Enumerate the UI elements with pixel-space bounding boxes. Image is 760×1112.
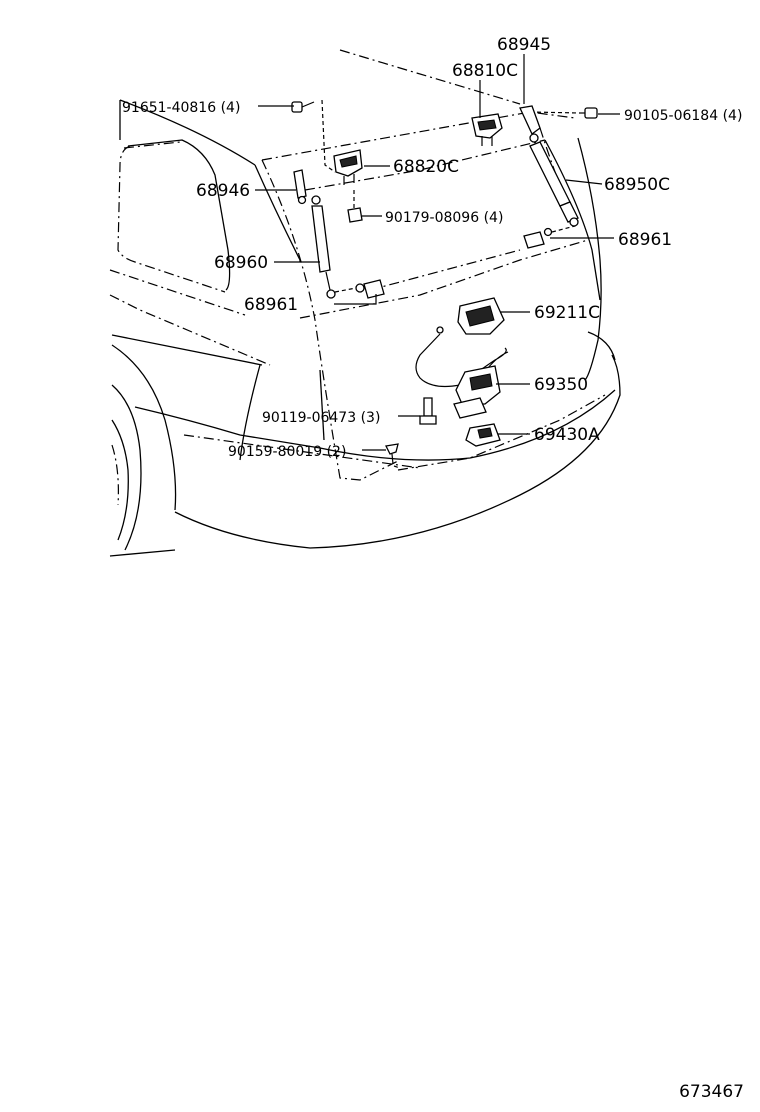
part-lock-69350 xyxy=(453,347,509,419)
label-68945: 68945 xyxy=(497,35,551,55)
label-69430a: 69430A xyxy=(534,425,600,445)
label-68950c: 68950C xyxy=(604,175,670,195)
label-90105-06184: 90105-06184 (4) xyxy=(624,108,742,124)
drawing-number: 673467 xyxy=(679,1082,744,1102)
label-68961-right: 68961 xyxy=(618,230,672,250)
label-68820c: 68820C xyxy=(393,157,459,177)
label-68960: 68960 xyxy=(214,253,268,273)
label-68961-left: 68961 xyxy=(244,295,298,315)
part-gas-strut-68950c xyxy=(529,141,579,227)
part-bolt-91651 xyxy=(291,99,336,173)
part-ball-stud-68961-left xyxy=(334,279,385,299)
label-69211c: 69211C xyxy=(534,303,600,323)
part-hinge-68810c xyxy=(471,113,503,146)
part-striker-69430a xyxy=(465,423,501,447)
part-nut-90179 xyxy=(347,190,363,223)
part-screw-90159 xyxy=(385,443,401,469)
part-bolt-90105 xyxy=(529,107,598,119)
part-handle-69211c xyxy=(415,297,505,388)
part-bracket-68946 xyxy=(293,169,307,205)
leader-lines xyxy=(255,54,620,451)
label-68946: 68946 xyxy=(196,181,250,201)
label-90119-06473: 90119-06473 (3) xyxy=(262,410,380,426)
label-68810c: 68810C xyxy=(452,61,518,81)
label-69350: 69350 xyxy=(534,375,588,395)
part-hinge-68820c xyxy=(333,149,363,185)
part-gas-strut-68960 xyxy=(311,195,336,299)
part-ball-stud-68961-right xyxy=(523,225,576,249)
label-90159-80019: 90159-80019 (2) xyxy=(228,444,346,460)
label-90179-08096: 90179-08096 (4) xyxy=(385,210,503,226)
part-bolt-90119 xyxy=(419,397,437,425)
part-bracket-68945 xyxy=(519,105,541,143)
label-91651-40816: 91651-40816 (4) xyxy=(122,100,240,116)
vehicle-body-outline xyxy=(109,49,621,557)
